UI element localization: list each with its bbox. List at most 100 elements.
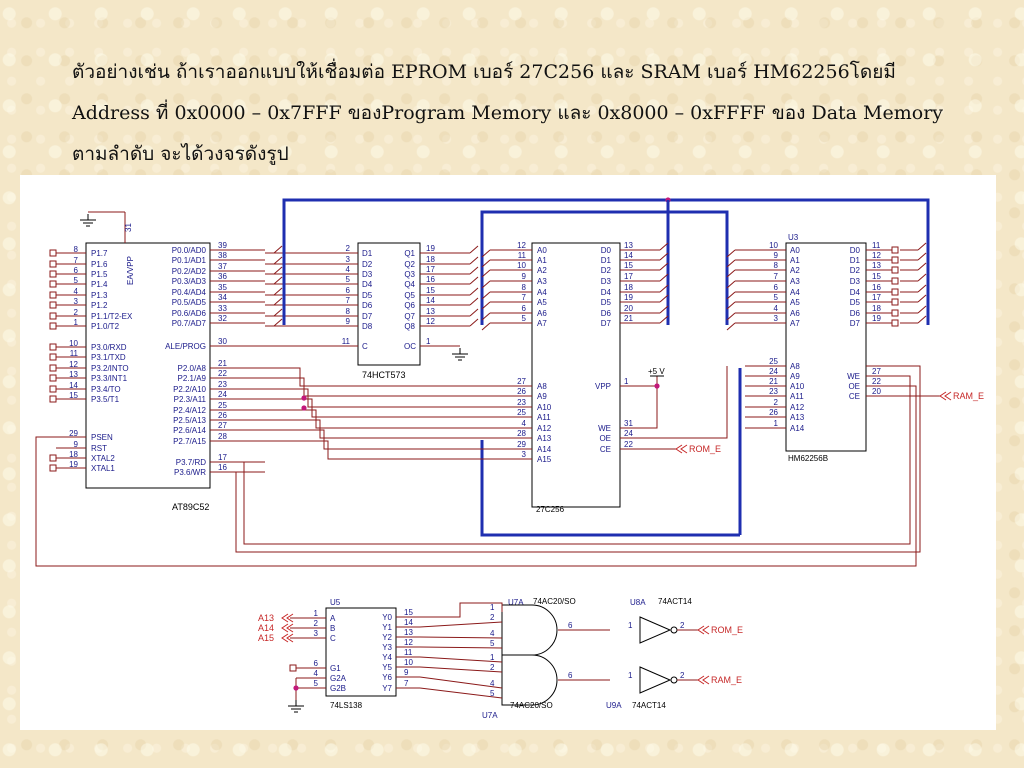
bus-entry — [273, 287, 283, 296]
mcu-right-pin-num: 39 — [218, 241, 227, 250]
decoder-en-label: G1 — [330, 664, 341, 673]
eprom-ah-label: A15 — [537, 455, 552, 464]
decoder-out-label: Y0 — [382, 613, 392, 622]
bus-entry — [659, 294, 669, 303]
decoder-out-num: 11 — [404, 648, 413, 657]
sram-ah-num: 26 — [769, 408, 778, 417]
eprom-a-label: A1 — [537, 256, 547, 265]
bus-entry — [273, 276, 283, 285]
sram-ah-label: A12 — [790, 403, 805, 412]
mcu-left-pin-label: P1.2 — [91, 301, 108, 310]
decoder-gate-wire — [419, 676, 503, 689]
port-box — [891, 256, 899, 264]
we-wire — [620, 386, 658, 429]
eprom-ah-num: 29 — [517, 440, 526, 449]
inverter-out-num: 2 — [680, 621, 685, 630]
eprom-ah-num: 25 — [517, 408, 526, 417]
decoder-out-num: 15 — [404, 608, 413, 617]
sram-d-num: 13 — [872, 261, 881, 270]
junction-dot — [301, 405, 307, 411]
port-box — [891, 246, 899, 254]
sram-d-num: 17 — [872, 293, 881, 302]
port-chevron — [281, 613, 289, 623]
mcu-left-pin-num: 18 — [69, 450, 78, 459]
sram-ah-label: A13 — [790, 413, 805, 422]
mcu-right-pin-label: P0.6/AD6 — [172, 309, 207, 318]
sram-d-label: D6 — [850, 309, 861, 318]
sram-ref: U3 — [788, 233, 799, 242]
eprom-ctrl-label: CE — [600, 445, 611, 454]
port-box — [49, 291, 57, 299]
ea-pin-num: 31 — [124, 223, 133, 232]
latch-q-pin-num: 14 — [426, 296, 435, 305]
latch-c-num: 11 — [342, 337, 351, 346]
latch-q-pin-num: 19 — [426, 244, 435, 253]
eprom-ah-num: 23 — [517, 398, 526, 407]
gate-out-num: 6 — [568, 621, 573, 630]
mcu-right-pin-label: P2.0/A8 — [178, 364, 207, 373]
p2-address-wire — [265, 409, 490, 429]
bus-entry — [481, 322, 491, 331]
mcu-left-pin-label: P1.7 — [91, 249, 108, 258]
mcu-right-pin-label: P2.7/A15 — [173, 437, 206, 446]
decoder-en-num: 4 — [314, 669, 319, 678]
sram-d-num: 11 — [872, 241, 881, 250]
sram-d-num: 15 — [872, 272, 881, 281]
inverter-out-num: 2 — [680, 671, 685, 680]
latch-q-pin-label: Q6 — [404, 301, 415, 310]
sram-a-label: A3 — [790, 277, 800, 286]
latch-d-pin-label: D5 — [362, 291, 373, 300]
bus-entry — [481, 259, 491, 268]
latch-d-pin-label: D2 — [362, 260, 373, 269]
bus-entry — [481, 291, 491, 300]
sram-a-label: A7 — [790, 319, 800, 328]
mcu-right-pin-label: P0.2/AD2 — [172, 267, 207, 276]
decoder-out-num: 12 — [404, 638, 413, 647]
gate-type: 74AC20/SO — [510, 701, 553, 710]
caption-line-1: ตัวอย่างเช่น ถ้าเราออกแบบให้เชื่อมต่อ EP… — [72, 61, 896, 83]
caption-line-3: ตามลำดับ จะได้วงจรดังรูป — [72, 143, 289, 165]
bus-entry — [659, 252, 669, 261]
sram-d-label: D2 — [850, 266, 861, 275]
mcu-left-pin-label: P1.6 — [91, 260, 108, 269]
bus-entry — [659, 315, 669, 324]
junction-dot — [654, 383, 660, 389]
port-chevron — [944, 391, 952, 401]
decoder-name: 74LS138 — [330, 701, 363, 710]
bus-entry — [726, 291, 736, 300]
sram-a-num: 9 — [774, 251, 779, 260]
latch-q-pin-label: Q5 — [404, 291, 415, 300]
eprom-ctrl-label: VPP — [595, 382, 611, 391]
sram-a-label: A2 — [790, 266, 800, 275]
bus-entry — [659, 284, 669, 293]
decoder-in-label: B — [330, 624, 335, 633]
mcu-right-pin-num: 16 — [218, 463, 227, 472]
port-box — [49, 260, 57, 268]
sram-ctrl-num: 27 — [872, 367, 881, 376]
latch-d-pin-num: 6 — [346, 286, 351, 295]
gate-in-num: 4 — [490, 629, 495, 638]
sram-a-label: A6 — [790, 309, 800, 318]
oe-wire — [620, 366, 728, 439]
port-box — [49, 364, 57, 372]
mcu-right-pin-label: P0.5/AD5 — [172, 298, 207, 307]
bus-entry — [469, 256, 479, 265]
port-box — [49, 374, 57, 382]
mcu-right-pin-label: P0.0/AD0 — [172, 246, 207, 255]
mcu-left-pin-num: 2 — [74, 308, 79, 317]
decoder-out-num: 9 — [404, 668, 409, 677]
bus-entry — [917, 284, 927, 293]
eprom-d-num: 19 — [624, 293, 633, 302]
port-chevron — [702, 625, 710, 635]
eprom-ctrl-num: 1 — [624, 377, 629, 386]
sram-d-num: 18 — [872, 304, 881, 313]
sram-ce-port: RAM_E — [953, 391, 984, 401]
eprom-a-num: 7 — [522, 293, 527, 302]
bus-entry — [659, 273, 669, 282]
bus-entry — [469, 245, 479, 254]
port-box — [891, 309, 899, 317]
eprom-a-num: 12 — [517, 241, 526, 250]
port-box — [49, 464, 57, 472]
mcu-body — [85, 242, 211, 489]
